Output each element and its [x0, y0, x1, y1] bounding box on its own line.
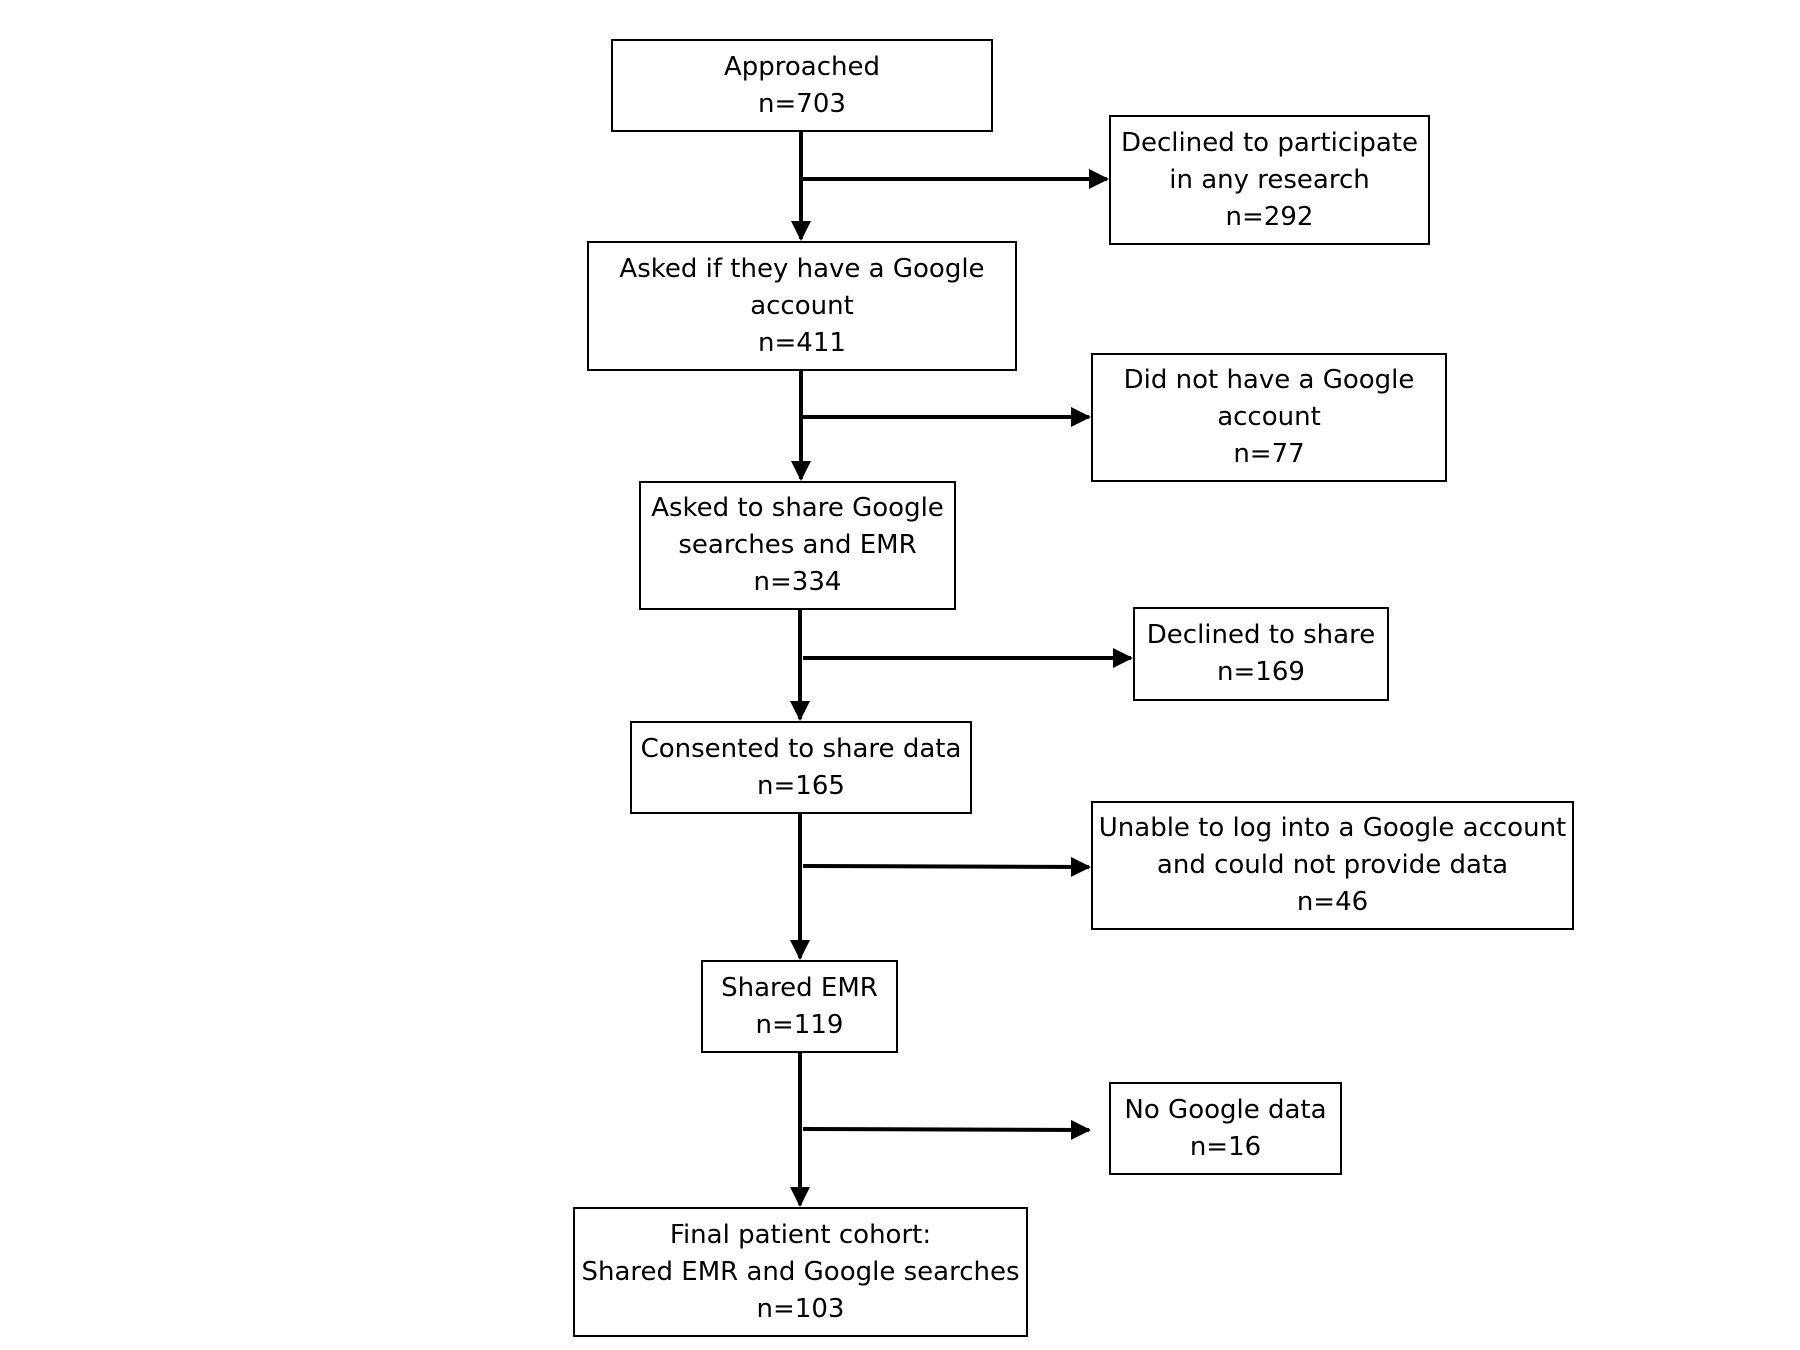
declined-participate-box: Declined to participate in any research … — [1109, 115, 1430, 245]
shared-emr-box: Shared EMR n=119 — [701, 960, 898, 1053]
asked-share-box: Asked to share Google searches and EMR n… — [639, 481, 956, 610]
declined-share-line-1: Declined to share — [1146, 620, 1376, 650]
unable-login-line-2: and could not provide data — [1156, 850, 1509, 880]
declined-participate-line-2: in any research — [1169, 164, 1370, 195]
arrow-consented-to-unable-login — [802, 856, 1091, 877]
unable-login-line-3: n=46 — [1296, 887, 1369, 917]
final-cohort-box: Final patient cohort: Shared EMR and Goo… — [573, 1207, 1028, 1337]
consented-line-1: Consented to share data — [640, 733, 962, 764]
declined-share-box: Declined to share n=169 — [1133, 607, 1389, 701]
arrow-shared-emr-to-no-google-data — [802, 1119, 1091, 1140]
consented-box: Consented to share data n=165 — [630, 721, 972, 814]
final-cohort-line-3: n=103 — [756, 1293, 845, 1324]
no-google-data-line-2: n=16 — [1189, 1131, 1262, 1162]
asked-share-line-1: Asked to share Google — [651, 493, 944, 523]
asked-share-line-3: n=334 — [753, 567, 842, 597]
shared-emr-line-2: n=119 — [755, 1009, 844, 1040]
approached-box: Approached n=703 — [611, 39, 993, 132]
asked-google-account-line-1: Asked if they have a Google — [619, 253, 985, 284]
asked-google-account-box: Asked if they have a Google account n=41… — [587, 241, 1017, 371]
asked-google-account-line-2: account — [750, 290, 854, 321]
asked-google-account-line-3: n=411 — [758, 327, 846, 358]
final-cohort-line-1: Final patient cohort: — [669, 1219, 932, 1250]
declined-share-line-2: n=169 — [1217, 657, 1305, 687]
shared-emr-line-1: Shared EMR — [721, 972, 878, 1003]
approached-line-2: n=703 — [758, 88, 846, 119]
declined-participate-line-1: Declined to participate — [1120, 127, 1419, 158]
no-google-account-box: Did not have a Google account n=77 — [1091, 353, 1447, 482]
consented-line-2: n=165 — [757, 770, 845, 801]
no-google-account-line-2: account — [1217, 402, 1321, 432]
no-google-account-line-3: n=77 — [1233, 439, 1305, 469]
no-google-data-line-1: No Google data — [1124, 1094, 1327, 1125]
declined-participate-line-3: n=292 — [1225, 201, 1314, 232]
approached-line-1: Approached — [723, 51, 881, 82]
no-google-account-line-1: Did not have a Google — [1123, 365, 1415, 395]
no-google-data-box: No Google data n=16 — [1109, 1082, 1342, 1175]
final-cohort-line-2: Shared EMR and Google searches — [581, 1256, 1020, 1287]
unable-login-box: Unable to log into a Google account and … — [1091, 801, 1574, 930]
unable-login-line-1: Unable to log into a Google account — [1098, 813, 1567, 843]
asked-share-line-2: searches and EMR — [678, 530, 917, 560]
